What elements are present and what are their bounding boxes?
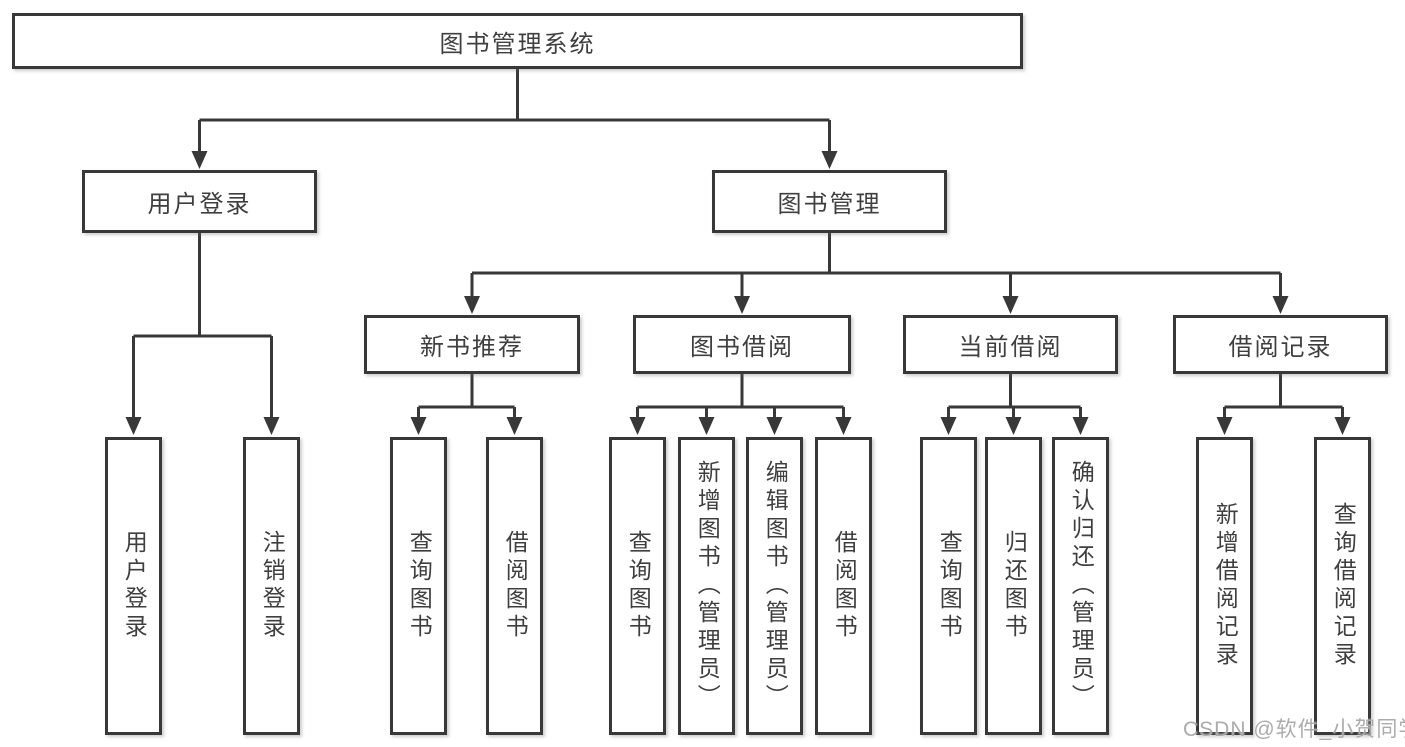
- leaf-logout: 注销登录: [243, 437, 300, 735]
- node-user-login: 用户登录: [82, 170, 317, 233]
- leaf-return-books: 归还图书: [985, 437, 1042, 735]
- node-new-book-recommend: 新书推荐: [364, 315, 580, 374]
- leaf-borrow-books: 借阅图书: [815, 437, 872, 735]
- node-library-management-system: 图书管理系统: [12, 13, 1023, 69]
- leaf-query-books-recommend: 查询图书: [390, 437, 447, 735]
- leaf-edit-book-admin: 编辑图书（管理员）: [746, 437, 803, 735]
- leaf-add-borrow-record: 新增借阅记录: [1196, 437, 1253, 735]
- leaf-add-book-admin: 新增图书（管理员）: [678, 437, 735, 735]
- node-book-management: 图书管理: [712, 170, 947, 233]
- leaf-confirm-return-admin: 确认归还（管理员）: [1052, 437, 1109, 735]
- node-borrowing-records: 借阅记录: [1173, 315, 1388, 374]
- leaf-query-books-current: 查询图书: [920, 437, 977, 735]
- node-current-borrowing: 当前借阅: [903, 315, 1118, 374]
- edge-group: [125, 69, 1351, 435]
- csdn-watermark: CSDN @软件_小贺同学: [1183, 718, 1405, 741]
- leaf-borrow-books-recommend: 借阅图书: [486, 437, 543, 735]
- leaf-query-books-borrowing: 查询图书: [609, 437, 666, 735]
- leaf-query-borrow-record: 查询借阅记录: [1314, 437, 1371, 735]
- node-book-borrowing: 图书借阅: [633, 315, 851, 374]
- leaf-user-login: 用户登录: [105, 437, 162, 735]
